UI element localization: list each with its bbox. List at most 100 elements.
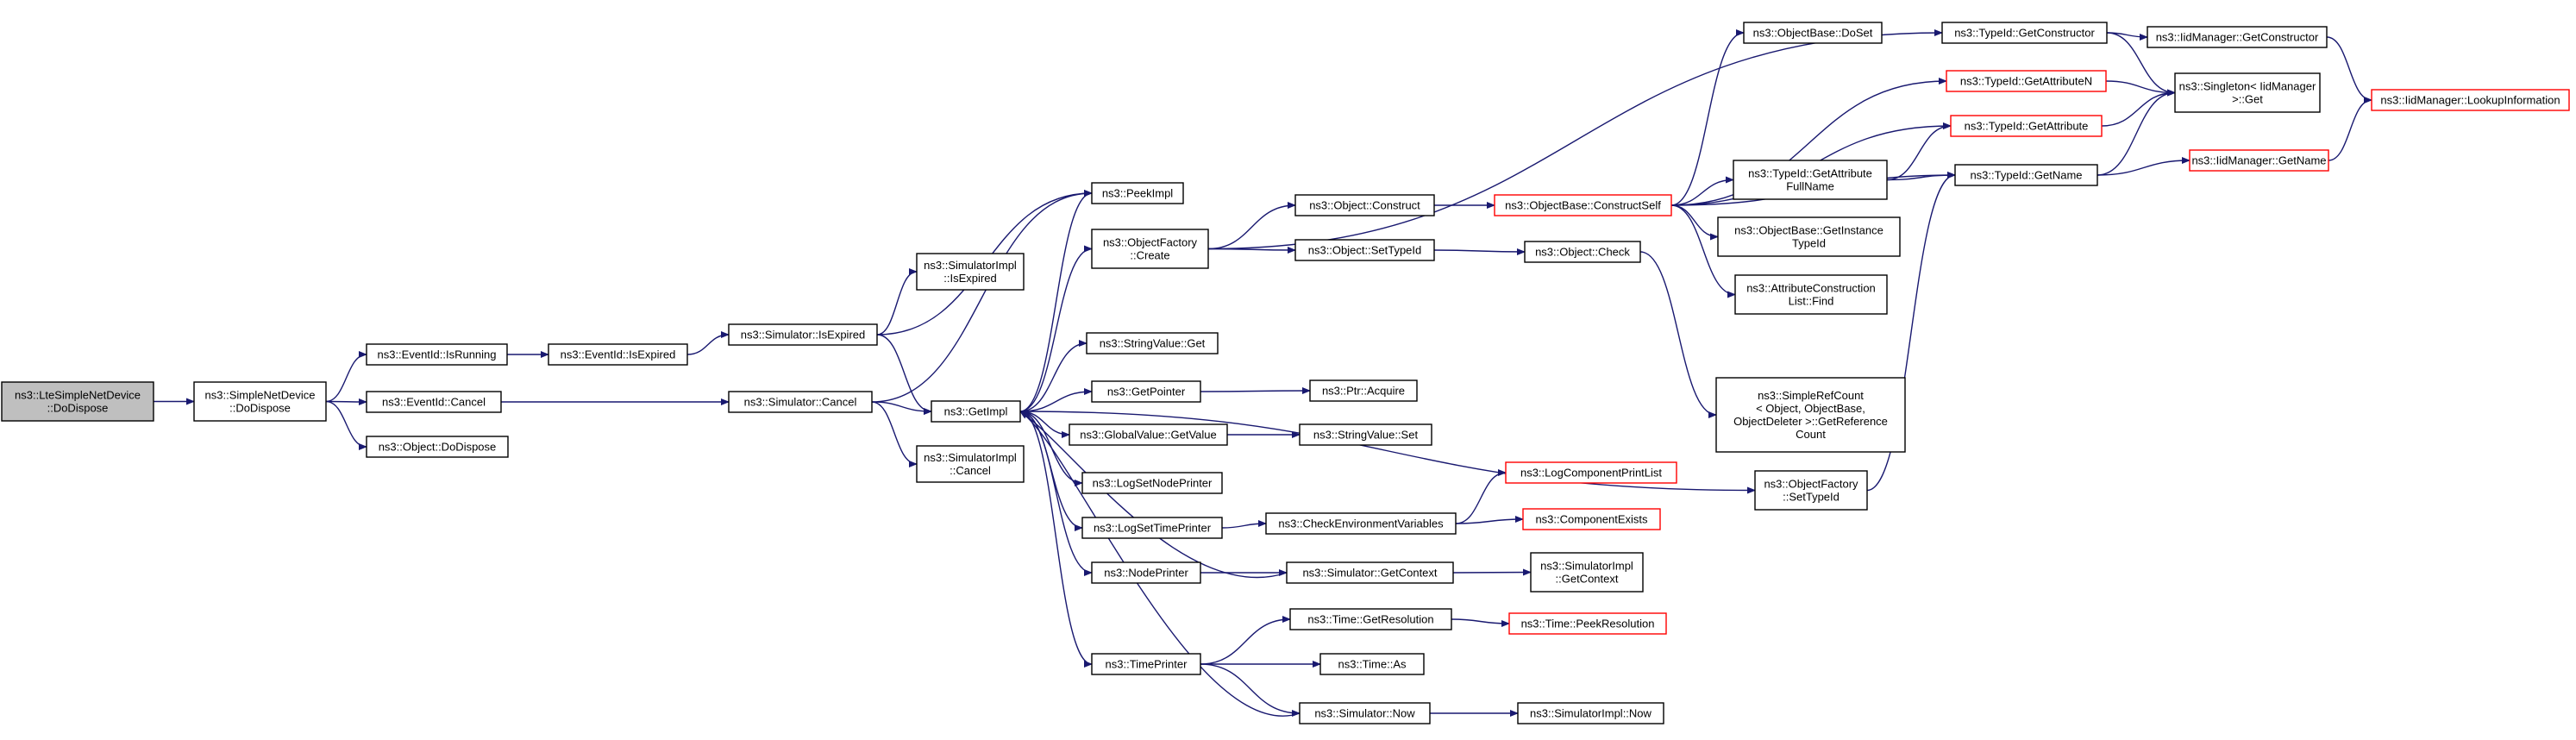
edge-obcs-to-tigan bbox=[1670, 78, 1947, 206]
edge-osti-to-ochk bbox=[1433, 248, 1526, 255]
node-tigc[interactable]: ns3::TypeId::GetConstructor bbox=[1941, 22, 2108, 44]
node-tign[interactable]: ns3::TypeId::GetName bbox=[1954, 164, 2098, 186]
node-gvg[interactable]: ns3::GlobalValue::GetValue bbox=[1069, 423, 1228, 446]
edge-sie-to-siie bbox=[876, 268, 918, 336]
node-ofc[interactable]: ns3::ObjectFactory::Create bbox=[1091, 229, 1209, 269]
edges-layer bbox=[154, 29, 2372, 717]
node-label: ns3::TimePrinter bbox=[1106, 658, 1188, 671]
node-label: FullName bbox=[1786, 180, 1834, 193]
node-sc[interactable]: ns3::Simulator::Cancel bbox=[728, 391, 873, 413]
node-box bbox=[1069, 423, 1228, 446]
node-label: < Object, ObjectBase, bbox=[1756, 402, 1865, 415]
edge-cev-to-ce bbox=[1455, 516, 1524, 524]
node-imgn[interactable]: ns3::IidManager::GetName bbox=[2189, 149, 2329, 172]
edge-obcs-to-obgit bbox=[1670, 204, 1719, 241]
node-siie[interactable]: ns3::SimulatorImpl::IsExpired bbox=[916, 253, 1025, 291]
node-label: ns3::ObjectBase::ConstructSelf bbox=[1505, 199, 1661, 212]
edge-ofc-to-oc bbox=[1207, 202, 1296, 250]
edge-gi-to-tp bbox=[1019, 411, 1093, 668]
edge-gi-to-np bbox=[1019, 411, 1093, 576]
edge-tgr-to-tpr bbox=[1451, 618, 1510, 627]
node-gi[interactable]: ns3::GetImpl bbox=[931, 400, 1021, 423]
node-box bbox=[1754, 470, 1868, 511]
node-label: ns3::ObjectFactory bbox=[1764, 478, 1858, 491]
node-label: ns3::StringValue::Get bbox=[1100, 337, 1206, 350]
node-label: ::Cancel bbox=[950, 464, 991, 477]
node-label: TypeId bbox=[1792, 237, 1826, 250]
node-ec[interactable]: ns3::EventId::Cancel bbox=[366, 391, 502, 413]
node-box bbox=[916, 253, 1025, 291]
node-tiga[interactable]: ns3::TypeId::GetAttribute bbox=[1950, 115, 2103, 137]
node-obds[interactable]: ns3::ObjectBase::DoSet bbox=[1743, 22, 1883, 44]
node-label: ns3::LogComponentPrintList bbox=[1520, 467, 1662, 480]
node-label: Count bbox=[1796, 428, 1826, 441]
node-tp[interactable]: ns3::TimePrinter bbox=[1091, 653, 1201, 675]
node-label: >::Get bbox=[2232, 93, 2263, 106]
node-label: ns3::TypeId::GetAttributeN bbox=[1960, 75, 2092, 88]
node-pi[interactable]: ns3::PeekImpl bbox=[1091, 182, 1184, 204]
node-sigc[interactable]: ns3::SimulatorImpl::GetContext bbox=[1530, 552, 1644, 593]
node-pa[interactable]: ns3::Ptr::Acquire bbox=[1309, 379, 1418, 402]
node-sic[interactable]: ns3::SimulatorImpl::Cancel bbox=[916, 445, 1025, 483]
node-oc[interactable]: ns3::Object::Construct bbox=[1294, 194, 1435, 216]
node-label: ns3::Object::SetTypeId bbox=[1308, 244, 1422, 257]
edge-ofsti-to-tign bbox=[1866, 172, 1956, 492]
node-obcs[interactable]: ns3::ObjectBase::ConstructSelf bbox=[1494, 194, 1672, 216]
node-sie[interactable]: ns3::Simulator::IsExpired bbox=[728, 323, 878, 346]
node-label: ns3::GetImpl bbox=[944, 405, 1008, 418]
node-gp[interactable]: ns3::GetPointer bbox=[1091, 380, 1201, 403]
node-lcpl[interactable]: ns3::LogComponentPrintList bbox=[1505, 461, 1677, 484]
node-lsnp[interactable]: ns3::LogSetNodePrinter bbox=[1081, 472, 1223, 494]
node-sing[interactable]: ns3::Singleton< IidManager>::Get bbox=[2174, 72, 2321, 113]
node-ofsti[interactable]: ns3::ObjectFactory::SetTypeId bbox=[1754, 470, 1868, 511]
node-label: ns3::SimulatorImpl bbox=[924, 259, 1017, 272]
node-label: ns3::TypeId::GetConstructor bbox=[1954, 27, 2095, 40]
node-label: ns3::CheckEnvironmentVariables bbox=[1278, 517, 1444, 530]
node-sn[interactable]: ns3::Simulator::Now bbox=[1299, 702, 1431, 724]
node-box bbox=[1530, 552, 1644, 593]
node-imli[interactable]: ns3::IidManager::LookupInformation bbox=[2371, 89, 2570, 111]
node-svg[interactable]: ns3::StringValue::Get bbox=[1086, 332, 1219, 354]
node-label: ns3::ComponentExists bbox=[1535, 513, 1648, 526]
node-tgr[interactable]: ns3::Time::GetResolution bbox=[1289, 608, 1452, 630]
node-label: ns3::IidManager::GetConstructor bbox=[2156, 31, 2319, 44]
node-box bbox=[366, 343, 508, 366]
node-label: ns3::Simulator::IsExpired bbox=[741, 329, 866, 342]
node-lstp[interactable]: ns3::LogSetTimePrinter bbox=[1081, 517, 1223, 539]
node-src[interactable]: ns3::SimpleRefCount< Object, ObjectBase,… bbox=[1715, 377, 1906, 453]
node-label: ns3::LogSetTimePrinter bbox=[1094, 522, 1212, 535]
node-np[interactable]: ns3::NodePrinter bbox=[1091, 561, 1201, 584]
node-svs[interactable]: ns3::StringValue::Set bbox=[1299, 423, 1432, 446]
node-tpr[interactable]: ns3::Time::PeekResolution bbox=[1508, 612, 1667, 635]
node-box bbox=[1091, 229, 1209, 269]
node-osti[interactable]: ns3::Object::SetTypeId bbox=[1294, 239, 1435, 261]
node-sin[interactable]: ns3::SimulatorImpl::Now bbox=[1517, 702, 1664, 724]
node-odd[interactable]: ns3::Object::DoDispose bbox=[366, 436, 509, 458]
node-snd[interactable]: ns3::SimpleNetDevice::DoDispose bbox=[193, 381, 327, 422]
edge-gp-to-pa bbox=[1200, 387, 1311, 395]
node-box bbox=[366, 391, 502, 413]
node-eie[interactable]: ns3::EventId::IsExpired bbox=[548, 343, 688, 366]
node-sgc[interactable]: ns3::Simulator::GetContext bbox=[1286, 561, 1454, 584]
node-ochk[interactable]: ns3::Object::Check bbox=[1524, 241, 1641, 263]
node-imgc[interactable]: ns3::IidManager::GetConstructor bbox=[2147, 26, 2328, 48]
node-box bbox=[1294, 194, 1435, 216]
node-ce[interactable]: ns3::ComponentExists bbox=[1522, 508, 1661, 530]
edge-gi-to-ofc bbox=[1019, 245, 1093, 412]
node-lte[interactable]: ns3::LteSimpleNetDevice::DoDispose bbox=[1, 381, 154, 422]
node-label: ns3::StringValue::Set bbox=[1313, 429, 1419, 442]
node-box bbox=[931, 400, 1021, 423]
node-label: ::GetContext bbox=[1556, 573, 1619, 586]
node-label: ns3::ObjectBase::DoSet bbox=[1753, 27, 1873, 40]
node-cev[interactable]: ns3::CheckEnvironmentVariables bbox=[1265, 512, 1457, 535]
node-ta[interactable]: ns3::Time::As bbox=[1319, 653, 1425, 675]
node-tigan[interactable]: ns3::TypeId::GetAttributeN bbox=[1946, 70, 2107, 92]
node-box bbox=[728, 391, 873, 413]
node-box bbox=[1733, 160, 1888, 200]
node-label: ::SetTypeId bbox=[1783, 491, 1840, 504]
node-eir[interactable]: ns3::EventId::IsRunning bbox=[366, 343, 508, 366]
node-label: ns3::PeekImpl bbox=[1102, 187, 1173, 200]
